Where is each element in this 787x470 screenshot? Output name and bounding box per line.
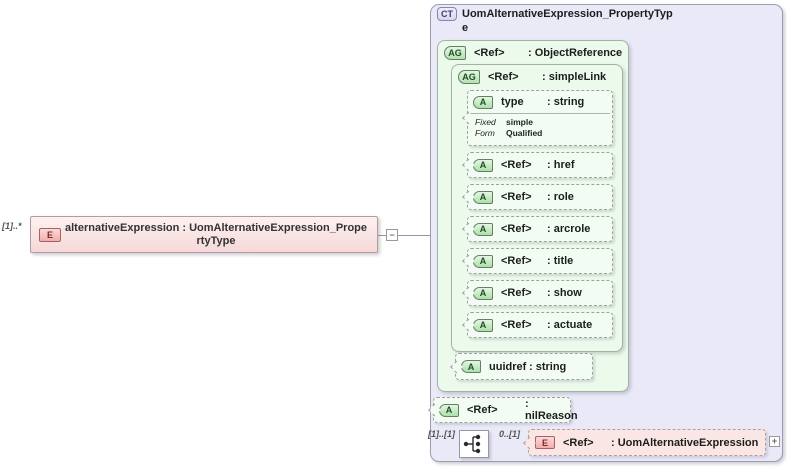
sequence-compositor[interactable] <box>459 430 489 458</box>
attribute-name: type <box>501 96 524 108</box>
attribute-icon: A <box>473 318 493 332</box>
attribute-icon: A <box>473 286 493 300</box>
element-type: : UomAlternativeExpression <box>611 436 759 449</box>
attribute-row-nilreason[interactable]: A <Ref> : nilReason <box>433 397 578 423</box>
attribute-name: <Ref> <box>501 191 532 203</box>
element-ref-uomalternativeexpression[interactable]: E <Ref> : UomAlternativeExpression <box>528 429 766 456</box>
facet-label: Fixed <box>475 117 496 127</box>
attribute-name: <Ref> <box>501 319 532 331</box>
attribute-icon: A <box>473 222 493 236</box>
element-icon: E <box>39 227 61 242</box>
attribute-type: : string <box>547 96 585 108</box>
connector-line <box>378 235 386 236</box>
attribute-name: <Ref> <box>501 159 532 171</box>
complex-type-icon: CT <box>437 7 457 21</box>
attribute-row-actuate[interactable]: A <Ref> : actuate <box>467 312 613 338</box>
cardinality-label: [1]..[1] <box>428 429 455 439</box>
attribute-icon: A <box>473 158 493 172</box>
attribute-row-uuidref[interactable]: A uuidref : string <box>455 353 593 380</box>
attribute-icon: A <box>473 95 493 109</box>
element-title: alternativeExpression : UomAlternativeEx… <box>65 221 367 247</box>
cardinality-label: [1]..* <box>2 221 22 231</box>
attribute-group-icon: AG <box>458 70 480 84</box>
facet-value: Qualified <box>506 127 543 138</box>
attribute-row-arcrole[interactable]: A <Ref> : arcrole <box>467 216 613 242</box>
attribute-type: : nilReason <box>525 398 578 422</box>
attribute-type: : string <box>529 360 567 373</box>
attribute-group-name: <Ref> <box>488 71 519 83</box>
attribute-type: : title <box>547 255 574 267</box>
attribute-icon: A <box>473 254 493 268</box>
expand-button[interactable]: + <box>769 436 780 447</box>
attribute-facets: Fixed simple Form Qualified <box>470 113 610 138</box>
attribute-row-type[interactable]: A type : string Fixed simple Form Qualif… <box>467 90 613 146</box>
connector-line <box>398 235 434 236</box>
collapse-button[interactable]: − <box>386 229 398 241</box>
attribute-row-title[interactable]: A <Ref> : title <box>467 248 613 274</box>
attribute-type: : role <box>547 191 574 203</box>
attribute-group-icon: AG <box>444 46 466 60</box>
attribute-group-type: : simpleLink <box>542 71 607 83</box>
attribute-icon: A <box>473 190 493 204</box>
attribute-row-show[interactable]: A <Ref> : show <box>467 280 613 306</box>
element-icon: E <box>535 436 555 449</box>
attribute-name: <Ref> <box>501 223 532 235</box>
element-alternativeexpression[interactable]: E alternativeExpression : UomAlternative… <box>30 216 378 253</box>
attribute-group-type: : ObjectReference <box>528 47 623 59</box>
cardinality-label: 0..[1] <box>499 429 521 439</box>
facet-value: simple <box>506 117 533 127</box>
facet-label: Form <box>475 127 495 138</box>
complex-type-title: UomAlternativeExpression_PropertyType <box>462 8 673 34</box>
attribute-type: : actuate <box>547 319 593 331</box>
attribute-type: : href <box>547 159 575 171</box>
attribute-type: : show <box>547 287 582 299</box>
attribute-name: <Ref> <box>467 404 498 416</box>
attribute-name: uuidref <box>489 360 527 373</box>
attribute-row-href[interactable]: A <Ref> : href <box>467 152 613 178</box>
attribute-name: <Ref> <box>501 255 532 267</box>
attribute-name: <Ref> <box>501 287 532 299</box>
attribute-row-role[interactable]: A <Ref> : role <box>467 184 613 210</box>
attribute-icon: A <box>439 403 459 417</box>
sequence-icon <box>463 434 481 454</box>
attribute-type: : arcrole <box>547 223 591 235</box>
attribute-group-name: <Ref> <box>474 47 505 59</box>
element-name: <Ref> <box>563 436 594 449</box>
attribute-icon: A <box>461 360 481 373</box>
